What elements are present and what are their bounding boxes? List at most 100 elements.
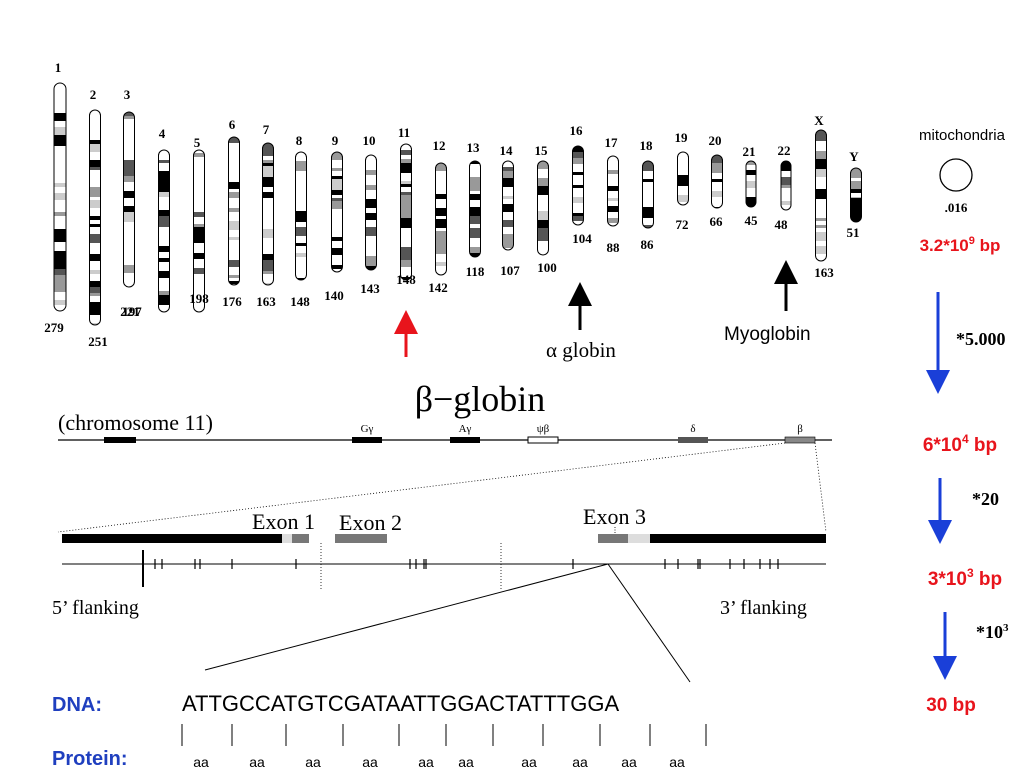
band xyxy=(123,119,135,125)
band xyxy=(295,186,307,196)
band xyxy=(537,161,549,169)
band xyxy=(89,281,101,287)
band xyxy=(54,156,66,159)
band xyxy=(193,236,205,243)
band xyxy=(262,260,274,263)
band xyxy=(572,152,584,158)
band xyxy=(711,203,723,207)
band xyxy=(123,222,135,230)
band xyxy=(746,181,756,188)
band xyxy=(123,265,135,273)
band xyxy=(54,89,66,92)
band xyxy=(537,228,549,231)
chromosome-size: 251 xyxy=(88,334,108,349)
band xyxy=(815,169,827,177)
chromosome-outline xyxy=(850,167,862,223)
band xyxy=(400,163,412,168)
chromosome-number: 10 xyxy=(363,133,376,148)
band xyxy=(607,198,619,201)
band xyxy=(228,260,240,267)
chromosome-number: 16 xyxy=(570,123,584,138)
band xyxy=(262,171,274,177)
band xyxy=(54,242,66,248)
band xyxy=(193,169,205,174)
chromosome-size: 118 xyxy=(466,264,485,279)
band xyxy=(295,205,307,211)
chromosome-size: 104 xyxy=(572,231,592,246)
band xyxy=(54,187,66,193)
band xyxy=(295,236,307,243)
chromosome-bands xyxy=(607,156,619,226)
band xyxy=(89,110,101,120)
band xyxy=(331,269,343,272)
band xyxy=(331,176,343,179)
band xyxy=(54,135,66,142)
band xyxy=(89,274,101,281)
band xyxy=(54,108,66,113)
chromosome-number: 21 xyxy=(743,144,756,159)
band xyxy=(262,207,274,214)
band xyxy=(400,267,412,277)
chromosome-size: 163 xyxy=(814,265,834,280)
band xyxy=(365,227,377,236)
band xyxy=(607,218,619,223)
band xyxy=(89,270,101,274)
band xyxy=(158,210,170,216)
band xyxy=(435,246,447,254)
band xyxy=(331,168,343,171)
band xyxy=(502,187,514,196)
band xyxy=(228,208,240,212)
band xyxy=(54,238,66,242)
band xyxy=(89,287,101,293)
band xyxy=(123,246,135,256)
band xyxy=(781,188,791,197)
band xyxy=(89,315,101,320)
gene-psi-beta xyxy=(527,436,559,444)
band xyxy=(502,227,514,234)
band xyxy=(193,174,205,184)
chromosome-bands xyxy=(502,161,514,250)
band xyxy=(193,290,205,294)
chromosome-size: 143 xyxy=(360,281,380,296)
chromosome-number: 1 xyxy=(55,60,62,75)
band xyxy=(54,113,66,121)
band xyxy=(228,192,240,198)
band xyxy=(435,228,447,231)
chromosome-label: (chromosome 11) xyxy=(58,410,213,435)
chromosome-outline xyxy=(365,154,377,271)
band xyxy=(607,191,619,198)
band xyxy=(469,194,481,200)
chromosome-number: 11 xyxy=(398,125,410,140)
band xyxy=(89,243,101,249)
band xyxy=(435,163,447,171)
chromosome-size: 197 xyxy=(122,304,142,319)
band xyxy=(850,178,862,181)
chromosome-outline xyxy=(262,142,274,286)
chromosome-bands xyxy=(331,152,343,272)
band xyxy=(607,201,619,206)
band xyxy=(89,135,101,140)
band xyxy=(89,293,101,296)
band xyxy=(331,248,343,255)
chromosome-bands xyxy=(537,161,549,255)
band xyxy=(572,158,584,164)
band xyxy=(295,243,307,246)
band xyxy=(193,217,205,224)
amino-acid: aa xyxy=(521,754,537,768)
band xyxy=(54,248,66,251)
band xyxy=(572,213,584,216)
band xyxy=(400,195,412,204)
band xyxy=(746,188,756,197)
band xyxy=(400,235,412,243)
band xyxy=(400,255,412,260)
band xyxy=(158,176,170,183)
chromosome-number: X xyxy=(814,113,824,128)
band xyxy=(331,229,343,237)
band xyxy=(54,146,66,156)
band xyxy=(400,184,412,187)
band xyxy=(123,166,135,176)
